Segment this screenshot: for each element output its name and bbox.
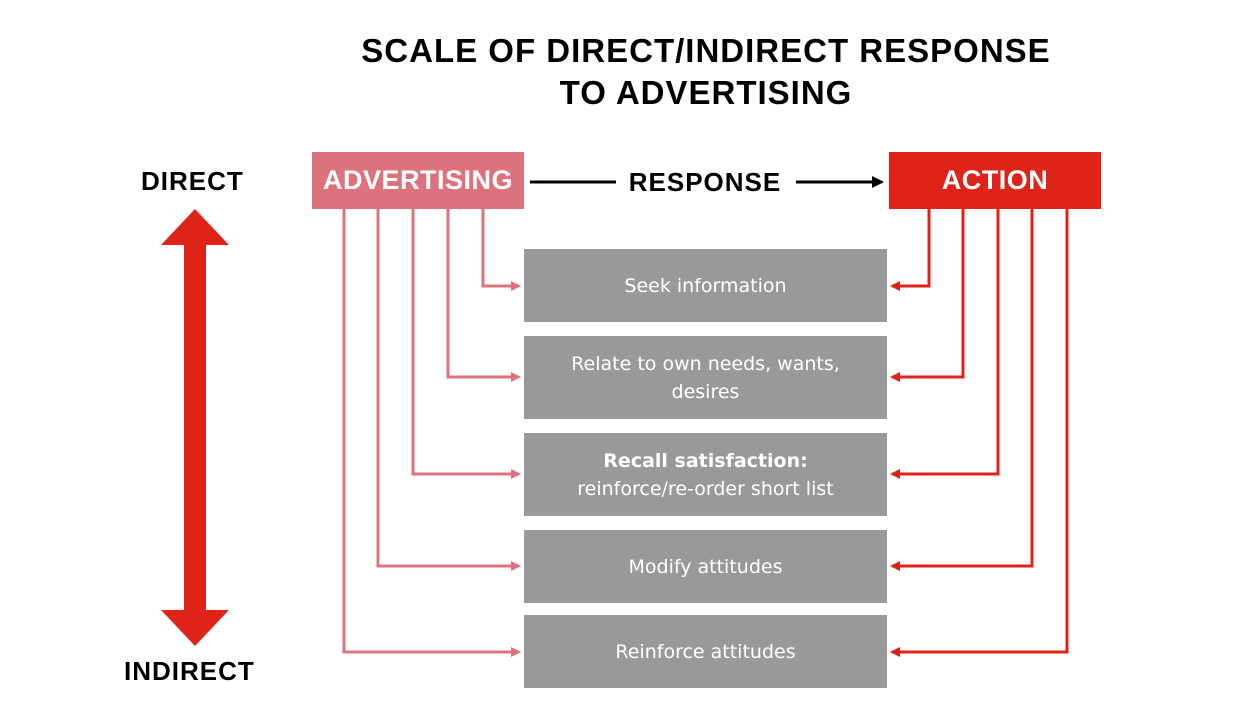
response-text-5: Reinforce attitudes bbox=[615, 640, 796, 663]
response-box-modify-attitudes: Modify attitudes bbox=[524, 530, 887, 603]
advertising-box: ADVERTISING bbox=[312, 152, 524, 209]
response-box-seek-information: Seek information bbox=[524, 249, 887, 322]
advertising-to-modify-attitudes-connector bbox=[376, 209, 521, 571]
response-text-1: Seek information bbox=[624, 274, 787, 297]
response-box-recall-satisfaction: Recall satisfaction: reinforce/re-order … bbox=[524, 433, 887, 516]
action-box: ACTION bbox=[889, 152, 1101, 209]
response-label: RESPONSE bbox=[628, 167, 782, 197]
response-box-reinforce-attitudes: Reinforce attitudes bbox=[524, 615, 887, 688]
action-to-seek-information-connector bbox=[890, 209, 931, 291]
response-text-3: reinforce/re-order short list bbox=[577, 477, 834, 500]
action-to-reinforce-attitudes-connector bbox=[890, 209, 1069, 657]
response-text-4: Modify attitudes bbox=[628, 555, 783, 578]
response-text-2: Relate to own needs, wants, desires bbox=[571, 352, 840, 403]
advertising-to-relate-needs-connector bbox=[446, 209, 521, 382]
response-bold-3: Recall satisfaction: bbox=[603, 449, 808, 472]
action-to-recall-satisfaction-connector bbox=[890, 209, 1000, 479]
advertising-to-seek-information-connector bbox=[481, 209, 521, 291]
action-to-modify-attitudes-connector bbox=[890, 209, 1034, 571]
direct-indirect-scale-arrow bbox=[161, 209, 229, 646]
response-box-relate-needs: Relate to own needs, wants, desires bbox=[524, 336, 887, 419]
action-to-relate-needs-connector bbox=[890, 209, 965, 382]
direct-label: DIRECT bbox=[141, 166, 244, 196]
advertising-to-reinforce-attitudes-connector bbox=[342, 209, 521, 657]
indirect-label: INDIRECT bbox=[124, 656, 255, 686]
action-label: ACTION bbox=[941, 165, 1049, 195]
title-line-2: TO ADVERTISING bbox=[559, 74, 853, 111]
title-line-1: SCALE OF DIRECT/INDIRECT RESPONSE bbox=[361, 32, 1051, 69]
advertising-to-recall-satisfaction-connector bbox=[411, 209, 521, 479]
diagram-title: SCALE OF DIRECT/INDIRECT RESPONSE TO ADV… bbox=[306, 30, 1106, 114]
advertising-label: ADVERTISING bbox=[322, 165, 514, 195]
